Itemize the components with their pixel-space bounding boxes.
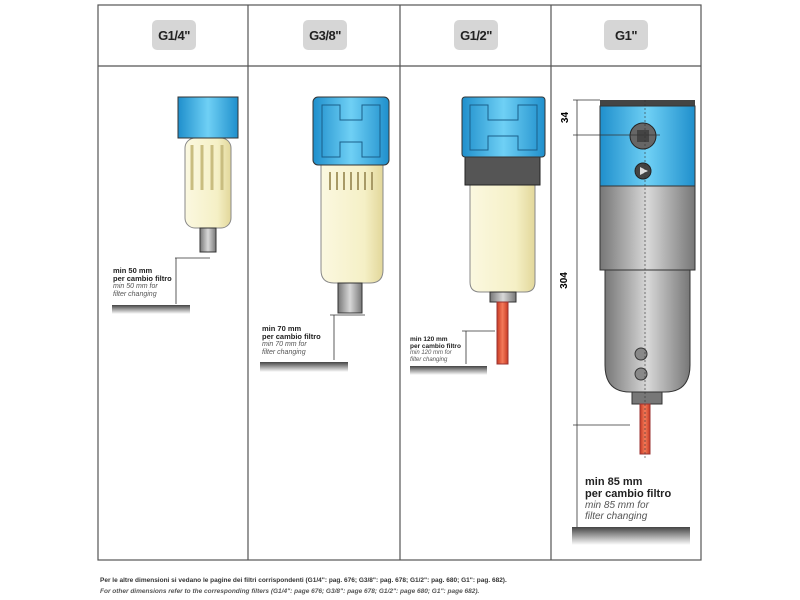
filter-g1-4 — [112, 96, 239, 314]
filter-g1 — [572, 99, 696, 545]
min-text: min 50 mm — [113, 266, 153, 275]
min-text: min 70 mm — [262, 324, 302, 333]
en-text: filter changing — [113, 291, 157, 298]
dimension-34: 34 — [560, 111, 572, 124]
min-text: min 85 mm — [585, 476, 643, 488]
en-text: min 120 mm for — [410, 350, 452, 356]
filter-g3-8 — [260, 96, 390, 372]
header-g1-4: G1/4" — [152, 20, 196, 50]
en-text: filter changing — [585, 511, 648, 522]
header-g3-8: G3/8" — [303, 20, 347, 50]
filter-g1-2 — [410, 96, 546, 375]
footer-note-it: Per le altre dimensioni si vedano le pag… — [100, 577, 507, 584]
en-text: filter changing — [410, 357, 448, 363]
it-text: per cambio filtro — [113, 274, 172, 283]
footer-note-en: For other dimensions refer to the corres… — [100, 588, 480, 595]
it-text: per cambio filtro — [262, 332, 321, 341]
en-text: filter changing — [262, 349, 306, 356]
dimension-304: 304 — [558, 272, 570, 289]
it-text: per cambio filtro — [585, 488, 672, 500]
table-grid — [97, 4, 702, 561]
it-text: per cambio filtro — [410, 343, 461, 350]
en-text: min 85 mm for — [585, 500, 649, 511]
en-text: min 70 mm for — [262, 341, 307, 348]
min-text: min 120 mm — [410, 336, 448, 343]
header-g1-2: G1/2" — [454, 20, 498, 50]
header-g1: G1" — [604, 20, 648, 50]
en-text: min 50 mm for — [113, 283, 158, 290]
